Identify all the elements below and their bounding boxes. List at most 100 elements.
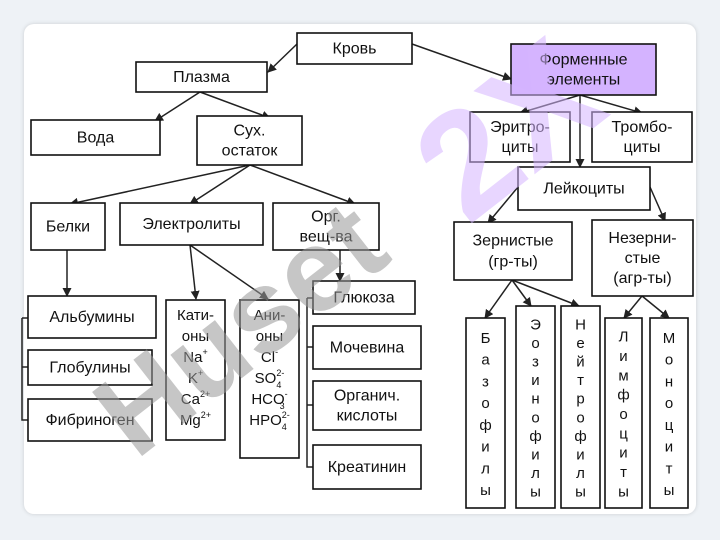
node-monocity-letter: т (666, 460, 673, 477)
node-eozinofily-letter: о (531, 335, 539, 352)
node-bazofily-letter: ф (479, 417, 491, 434)
node-voda: Вода (30, 119, 161, 156)
node-monocity-box (649, 317, 689, 509)
node-limfocity-letter: и (619, 348, 627, 365)
node-mochevina-label: Мочевина (330, 340, 405, 357)
connector-arrow (511, 279, 532, 307)
connector-arrow (189, 244, 200, 300)
node-monocity-letter: ц (665, 417, 674, 434)
node-trombo-label: циты (624, 139, 661, 156)
connector-arrow (267, 43, 298, 73)
connector-arrow (199, 91, 271, 120)
ion-formula: K+ (188, 368, 203, 387)
node-bazofily-box (465, 317, 506, 509)
node-bazofily-letter: Б (481, 330, 491, 347)
node-kationy-title: оны (182, 328, 209, 345)
node-kreatinin-box (312, 444, 422, 490)
connector-arrow (484, 279, 513, 319)
node-eritro-label: Эритро- (490, 119, 550, 136)
node-neytrofily-letter: ф (574, 428, 586, 445)
node-limfocity-letter: о (619, 406, 627, 423)
node-trombo-box (591, 111, 693, 163)
node-eritro-label: циты (502, 139, 539, 156)
connector-arrow (411, 43, 512, 81)
node-krov-label: Кровь (333, 41, 377, 58)
node-limfocity-letter: ф (617, 387, 629, 404)
node-belki-label: Белки (46, 219, 90, 236)
node-org-label: вещ-ва (300, 229, 353, 246)
node-neytrofily-letter: Н (575, 316, 586, 333)
node-eozinofily-letter: з (532, 354, 539, 371)
node-elektrolity: Электролиты (119, 202, 264, 246)
node-eozinofily-letter: ы (530, 484, 541, 501)
node-aniony-title: оны (256, 328, 283, 345)
node-albuminy-box (27, 295, 157, 339)
node-sukh-label: остаток (222, 143, 279, 160)
node-neytrofily-letter: ы (575, 484, 586, 501)
node-plazma-label: Плазма (173, 69, 230, 86)
connector-arrow (154, 91, 201, 122)
node-aniony-box (239, 299, 300, 459)
node-fibrinogen-label: Фибриноген (45, 412, 134, 429)
node-neytrofily-letter: и (576, 447, 584, 464)
node-elektrolity-label: Электролиты (142, 216, 240, 233)
node-zernistye: Зернистые(гр-ты) (453, 221, 573, 281)
node-neytrofily-letter: т (577, 372, 584, 389)
node-neytrofily-letter: й (576, 354, 584, 371)
connector-arrow (511, 279, 580, 308)
connector-arrow (649, 186, 666, 222)
node-monocity-letter: и (665, 439, 673, 456)
node-neytrofily-letter: л (576, 465, 585, 482)
node-voda-box (30, 119, 161, 156)
node-plazma-box (135, 61, 268, 93)
node-kreatinin-label: Креатинин (328, 459, 407, 476)
node-sukh-label: Сух. (234, 123, 266, 140)
bracket-line (21, 318, 28, 421)
node-bazofily-letter: о (481, 395, 489, 412)
node-trombo-label: Тромбо- (612, 119, 673, 136)
node-krov-box (296, 32, 413, 65)
node-mochevina: Мочевина (312, 325, 422, 370)
connector-arrow (189, 244, 269, 300)
node-fibrinogen: Фибриноген (27, 398, 153, 442)
node-bazofily-letter: л (481, 460, 490, 477)
node-org-box (272, 202, 380, 251)
node-neytrofily-letter: е (576, 335, 584, 352)
node-eritro-box (469, 111, 571, 163)
ion-formula: Na+ (183, 347, 207, 366)
node-kreatinin: Креатинин (312, 444, 422, 490)
node-globuliny-label: Глобулины (49, 360, 130, 377)
node-limfocity-letter: ц (619, 425, 628, 442)
ion-formula: SO2-4 (255, 368, 285, 390)
node-neytrofily-box (560, 305, 601, 509)
node-glyukoza-label: Глюкоза (333, 290, 394, 307)
node-organich-label: Органич. (334, 388, 400, 405)
ion-formula: Ca2+ (181, 389, 210, 408)
ion-formula: HPO2-4 (249, 410, 290, 432)
node-kationy-title: Кати- (177, 307, 214, 324)
node-nezernistye: Незерни-стые(агр-ты) (591, 219, 694, 297)
node-formennye-label: элементы (547, 72, 621, 89)
node-limfocity-letter: ы (618, 483, 629, 500)
connector-arrow (641, 295, 670, 319)
node-globuliny: Глобулины (27, 349, 153, 386)
node-eritro: Эритро-циты (469, 111, 571, 163)
connector-arrow (189, 164, 251, 205)
node-eozinofily-letter: ф (529, 428, 541, 445)
connector-arrow (487, 186, 519, 224)
node-organich: Органич.кислоты (312, 380, 422, 431)
node-glyukoza: Глюкоза (312, 280, 416, 315)
node-limfocity-letter: Л (619, 329, 629, 346)
node-mochevina-box (312, 325, 422, 370)
node-krov: Кровь (296, 32, 413, 65)
node-eozinofily-letter: Э (530, 316, 541, 333)
ion-formula: Cl- (261, 347, 278, 366)
node-monocity-letter: о (665, 352, 673, 369)
